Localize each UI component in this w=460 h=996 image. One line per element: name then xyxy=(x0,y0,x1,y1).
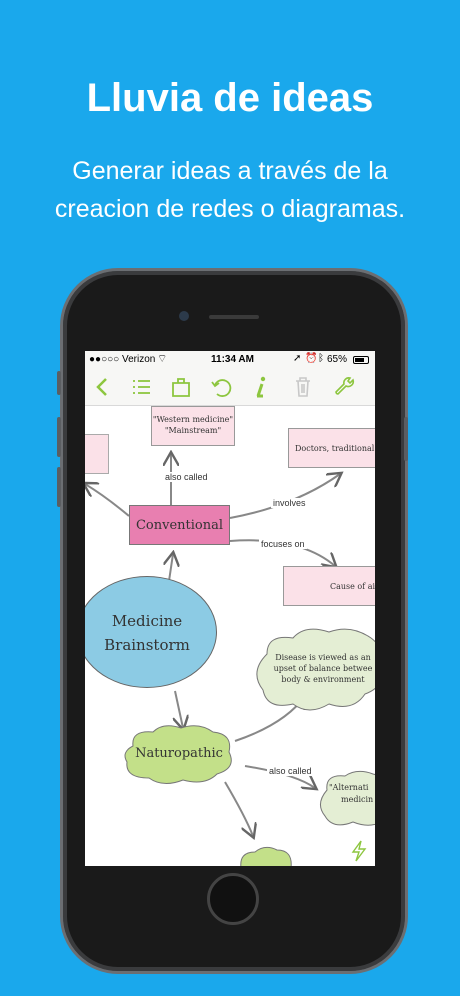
back-button[interactable] xyxy=(91,375,115,399)
phone-frame: ●●○○○ Verizon ⌔ 11:34 AM ➚ ⏰ ᛒ 65% xyxy=(57,268,408,974)
undo-button[interactable] xyxy=(209,375,233,399)
battery-fill xyxy=(355,358,364,362)
info-icon xyxy=(256,376,266,398)
disease-line1: Disease is viewed as an xyxy=(275,653,371,662)
node-bottom-partial-cloud[interactable] xyxy=(235,844,295,866)
node-disease-cloud[interactable] xyxy=(253,624,375,714)
central-line2: Brainstorm xyxy=(104,636,190,654)
app-screen: ●●○○○ Verizon ⌔ 11:34 AM ➚ ⏰ ᛒ 65% xyxy=(85,351,375,866)
clock-label: 11:34 AM xyxy=(211,354,254,365)
lightning-icon xyxy=(351,840,367,862)
battery-icon xyxy=(353,356,369,364)
link-central-naturopathic xyxy=(175,690,183,728)
phone-power-button xyxy=(404,417,408,461)
carrier-label: ●●○○○ Verizon xyxy=(89,354,156,365)
link-central-conventional xyxy=(169,554,173,582)
wifi-icon: ⌔ xyxy=(157,353,168,365)
node-central[interactable]: Medicine Brainstorm xyxy=(85,576,217,688)
node-conventional[interactable]: Conventional xyxy=(129,505,230,545)
share-button[interactable] xyxy=(169,375,193,399)
mindmap-canvas[interactable]: "Western medicine" "Mainstream" Doctors,… xyxy=(85,406,375,866)
node-alternative-cloud[interactable] xyxy=(317,768,375,828)
alternative-text: "Alternati medicin xyxy=(329,782,375,806)
promo-subtitle: Generar ideas a través de la creacion de… xyxy=(0,152,460,228)
phone-mute-switch xyxy=(57,371,61,395)
link-label-focuses-on: focuses on xyxy=(259,539,307,549)
earpiece-speaker xyxy=(209,315,259,319)
location-icon: ➚ xyxy=(293,353,302,364)
delete-button[interactable] xyxy=(291,375,315,399)
disease-text: Disease is viewed as an upset of balance… xyxy=(263,652,375,685)
outline-button[interactable] xyxy=(129,375,153,399)
share-icon xyxy=(172,378,190,397)
bluetooth-icon: ᛒ xyxy=(318,353,324,364)
promo-title: Lluvia de ideas xyxy=(86,76,374,120)
link-label-also-called-1: also called xyxy=(163,472,210,482)
link-conventional-doctors xyxy=(229,474,340,519)
phone-volume-up xyxy=(57,417,61,457)
naturopathic-label: Naturopathic xyxy=(135,746,223,761)
battery-percent: 65% xyxy=(327,354,348,365)
toolbar xyxy=(85,369,375,406)
node-left-partial[interactable] xyxy=(85,434,109,474)
link-label-also-called-2: also called xyxy=(267,766,314,776)
link-label-involves: involves xyxy=(271,498,308,508)
alternative-line2: medicin xyxy=(341,795,374,804)
trash-icon xyxy=(296,377,310,397)
alarm-icon: ⏰ xyxy=(305,353,318,364)
wrench-icon xyxy=(335,377,355,395)
naturopathic-text: Naturopathic xyxy=(121,746,237,762)
phone-volume-down xyxy=(57,467,61,507)
central-line1: Medicine xyxy=(111,612,183,630)
front-camera xyxy=(179,311,189,321)
undo-icon xyxy=(211,379,232,397)
info-button[interactable] xyxy=(249,375,273,399)
promo-subtitle-line1: Generar ideas a través de la xyxy=(72,157,388,185)
western-line2: "Mainstream" xyxy=(164,426,222,435)
node-cause[interactable]: Cause of ai xyxy=(283,566,375,606)
chevron-left-icon xyxy=(96,378,107,396)
outline-list-icon xyxy=(133,380,150,394)
disease-line2: upset of balance betwee xyxy=(273,664,373,673)
link-naturopathic-down xyxy=(224,781,253,836)
alternative-line1: "Alternati xyxy=(329,783,369,792)
promo-subtitle-line2: creacion de redes o diagramas. xyxy=(54,195,406,223)
conventional-label: Conventional xyxy=(135,518,224,533)
settings-button[interactable] xyxy=(333,375,357,399)
node-doctors[interactable]: Doctors, traditional xyxy=(288,428,375,468)
disease-line3: body & environment xyxy=(281,675,365,684)
status-bar: ●●○○○ Verizon ⌔ 11:34 AM ➚ ⏰ ᛒ 65% xyxy=(85,351,375,369)
link-conventional-left xyxy=(85,484,130,517)
quick-action-button[interactable] xyxy=(349,840,369,862)
node-naturopathic-cloud[interactable] xyxy=(121,722,237,786)
cause-label: Cause of ai xyxy=(330,582,375,591)
node-western-medicine[interactable]: "Western medicine" "Mainstream" xyxy=(151,406,235,446)
western-line1: "Western medicine" xyxy=(152,415,234,424)
home-button[interactable] xyxy=(207,873,259,925)
doctors-label: Doctors, traditional xyxy=(295,444,375,453)
